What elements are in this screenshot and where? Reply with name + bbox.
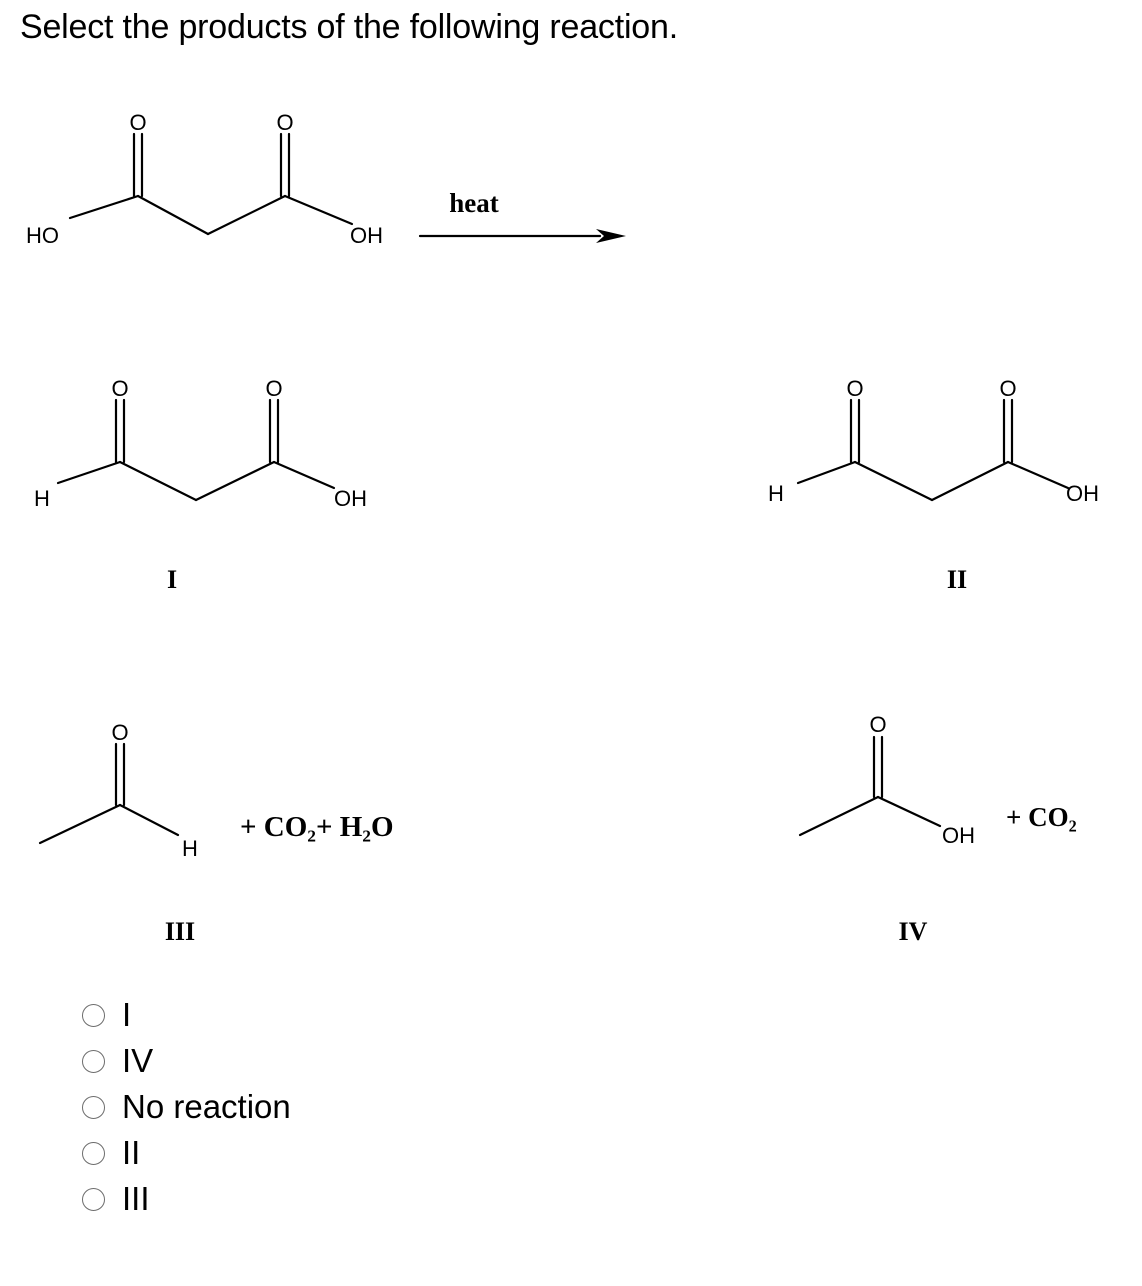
- option-III[interactable]: III: [82, 1176, 291, 1222]
- product-III-structure: [38, 742, 180, 845]
- product-IV-right-group: OH: [942, 823, 975, 848]
- reactant-structure: [68, 132, 354, 236]
- reactant-right-group: OH: [350, 223, 383, 248]
- arrow-head: [596, 229, 626, 243]
- product-I-oxygen-1: O: [111, 376, 128, 401]
- option-I[interactable]: I: [82, 992, 291, 1038]
- product-I-structure: [56, 398, 336, 502]
- option-label: No reaction: [122, 1088, 291, 1125]
- product-I-oxygen-2: O: [265, 376, 282, 401]
- radio-button[interactable]: [82, 1003, 105, 1027]
- radio-button[interactable]: [82, 1187, 105, 1211]
- product-II-left-group: H: [768, 481, 784, 506]
- option-label: III: [122, 1180, 150, 1217]
- radio-button[interactable]: [82, 1095, 105, 1119]
- product-IV-oxygen: O: [869, 712, 886, 737]
- reactant-oxygen-1: O: [129, 110, 146, 135]
- product-I-left-group: H: [34, 486, 50, 511]
- question-text: Select the products of the following rea…: [20, 8, 678, 46]
- product-I-numeral: I: [167, 565, 177, 594]
- product-II-oxygen-2: O: [999, 376, 1016, 401]
- product-II-numeral: II: [947, 565, 967, 594]
- reactant-oxygen-2: O: [276, 110, 293, 135]
- product-I-right-group: OH: [334, 486, 367, 511]
- option-label: II: [122, 1134, 141, 1171]
- product-IV-byproducts: + CO₂: [1006, 802, 1077, 832]
- product-IV-structure: [798, 735, 942, 837]
- product-IV-numeral: IV: [899, 917, 928, 946]
- product-III-oxygen: O: [111, 720, 128, 745]
- option-label: I: [122, 996, 132, 1033]
- product-III-numeral: III: [165, 917, 195, 946]
- option-no-reaction[interactable]: No reaction: [82, 1084, 291, 1130]
- option-IV[interactable]: IV: [82, 1038, 291, 1084]
- radio-button[interactable]: [82, 1049, 105, 1073]
- option-label: IV: [122, 1042, 154, 1079]
- product-III-byproducts: + CO₂+ H₂O: [240, 811, 394, 843]
- reactant-left-group: HO: [26, 223, 59, 248]
- reaction-condition: heat: [449, 188, 499, 218]
- product-II-structure: [796, 398, 1070, 502]
- product-III-right-group: H: [182, 836, 198, 861]
- product-II-right-group: OH: [1066, 481, 1099, 506]
- product-II-oxygen-1: O: [846, 376, 863, 401]
- reaction-scheme: HO OH O O H OH O O H OH O O O H O OH hea…: [26, 110, 1099, 946]
- option-II[interactable]: II: [82, 1130, 291, 1176]
- answer-options: I IV No reaction II III: [82, 992, 291, 1222]
- radio-button[interactable]: [82, 1141, 105, 1165]
